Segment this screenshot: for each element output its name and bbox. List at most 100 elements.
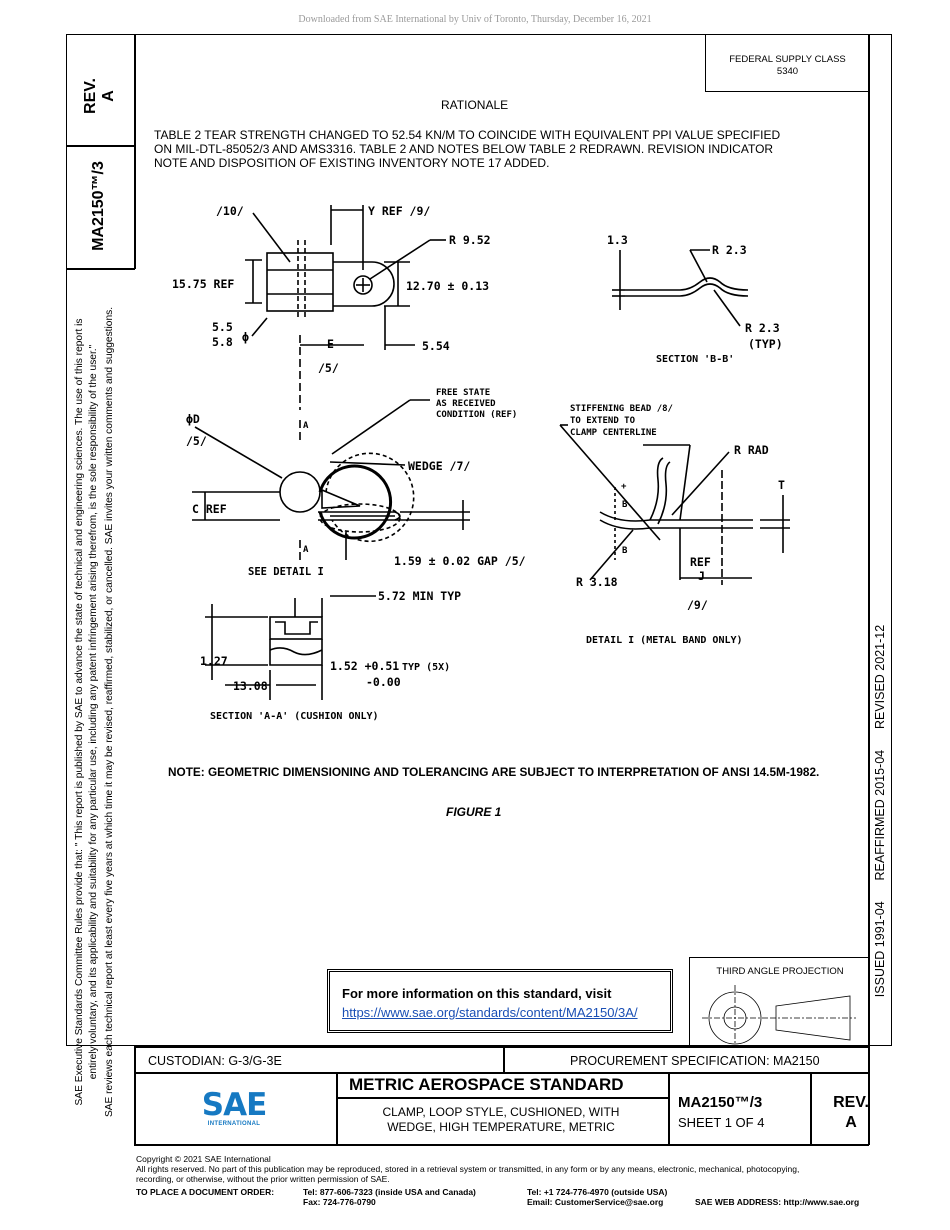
title-rev: REV. A [812,1093,890,1133]
standard-description: CLAMP, LOOP STYLE, CUSHIONED, WITH WEDGE… [336,1105,666,1135]
projection-box: THIRD ANGLE PROJECTION [689,957,869,1046]
label-572: 5.72 MIN TYP [378,589,461,603]
order-contacts-intl: Tel: +1 724-776-4970 (outside USA) Email… [527,1187,667,1207]
label-554: 5.54 [422,339,450,353]
disclaimer-line-3: SAE reviews each technical report at lea… [104,306,115,1118]
label-t: T [778,478,785,492]
label-152: 1.52 +0.51 [330,659,399,673]
info-title: For more information on this standard, v… [342,986,612,1001]
label-free3: CONDITION (REF) [436,410,517,420]
title-block-left [134,1046,136,1145]
label-1270: 12.70 ± 0.13 [406,279,489,293]
rationale-line-1: TABLE 2 TEAR STRENGTH CHANGED TO 52.54 K… [154,128,781,142]
label-plus: + [621,482,627,492]
left-id-divider [66,268,135,270]
rationale-line-3: NOTE AND DISPOSITION OF EXISTING INVENTO… [154,156,550,170]
clamp-drawing: /10/ Y REF /9/ R 9.52 15.75 REF 12.70 ± … [172,204,790,722]
custodian: CUSTODIAN: G-3/G-3E [148,1054,282,1068]
title-block-split-2 [336,1072,338,1145]
document-status: ISSUED 1991-04 REAFFIRMED 2015-04 REVISE… [873,624,887,998]
label-stiff2: TO EXTEND TO [570,416,636,426]
label-typ5x: TYP (5X) [402,662,450,673]
desc-line-2: WEDGE, HIGH TEMPERATURE, METRIC [387,1120,615,1134]
label-sec-bb: SECTION 'B-B' [656,354,734,365]
left-rev-divider [66,145,135,147]
label-rrad: R RAD [734,443,769,457]
label-gap: 1.59 ± 0.02 GAP /5/ [394,554,526,568]
label-free1: FREE STATE [436,388,490,398]
label-b1: B [622,500,628,510]
label-r952: R 9.52 [449,233,491,247]
title-block-row [134,1072,869,1074]
rights-line-2: recording, or otherwise, without the pri… [136,1174,390,1184]
label-phid: ϕD [186,412,200,426]
title-block-split-4 [810,1072,812,1145]
doc-number: MA2150™/3 [678,1094,763,1111]
standard-type: METRIC AEROSPACE STANDARD [349,1075,624,1094]
label-1575: 15.75 REF [172,277,234,291]
federal-supply-label: FEDERAL SUPPLY CLASS [729,54,846,65]
label-e: E [327,337,334,351]
rationale-line-2: ON MIL-DTL-85052/3 AND AMS3316. TABLE 2 … [154,142,774,156]
title-rev-value: A [845,1114,857,1131]
title-block-split-5 [336,1097,669,1099]
sae-logo-sub: INTERNATIONAL [207,1121,261,1127]
label-55: 5.5 [212,320,233,334]
label-9: /9/ [687,598,708,612]
clamp-top-body [266,252,334,312]
desc-line-1: CLAMP, LOOP STYLE, CUSHIONED, WITH [382,1105,620,1119]
label-wedge: WEDGE /7/ [408,459,470,473]
disclaimer-line-2: entirely voluntary, and its applicabilit… [88,344,99,1080]
title-rev-label: REV. [833,1094,869,1111]
label-5b: /5/ [186,434,207,448]
projection-label: THIRD ANGLE PROJECTION [716,966,844,977]
label-1308: 13.08 [233,679,268,693]
gdt-note: NOTE: GEOMETRIC DIMENSIONING AND TOLERAN… [168,765,820,779]
label-5a: /5/ [318,361,339,375]
left-column-divider [134,34,136,269]
tel-intl: Tel: +1 724-776-4970 (outside USA) [527,1187,668,1197]
title-block-top [134,1046,869,1048]
email[interactable]: Email: CustomerService@sae.org [527,1197,664,1207]
rights-line-1: All rights reserved. No part of this pub… [136,1164,800,1174]
federal-supply-value: 5340 [776,66,799,77]
clamp-bore [279,471,321,513]
label-a1: A [303,421,309,431]
title-block-bottom [134,1144,869,1146]
label-r23: R 2.3 [712,243,747,257]
label-58: 5.8 [212,335,233,349]
label-000: -0.00 [366,675,401,689]
label-typ: (TYP) [748,337,783,351]
procurement-spec: PROCUREMENT SPECIFICATION: MA2150 [570,1054,820,1068]
label-127: 1.27 [200,654,228,668]
label-a2: A [303,545,309,555]
tel-us: Tel: 877-606-7323 (inside USA and Canada… [303,1187,476,1197]
right-column-divider [868,34,870,1046]
label-j: J [698,569,705,583]
label-yref: Y REF /9/ [368,204,430,218]
label-10: /10/ [216,204,244,218]
web-address[interactable]: SAE WEB ADDRESS: http://www.sae.org [695,1197,860,1207]
federal-supply-class: FEDERAL SUPPLY CLASS 5340 [705,34,869,92]
label-detail-i: DETAIL I (METAL BAND ONLY) [586,635,743,646]
label-13: 1.3 [607,233,628,247]
order-contacts-us: Tel: 877-606-7323 (inside USA and Canada… [303,1187,476,1207]
sae-logo-text: SAE [201,1087,268,1123]
label-stiff3: CLAMP CENTERLINE [570,428,657,438]
rationale-text: TABLE 2 TEAR STRENGTH CHANGED TO 52.54 K… [154,128,834,170]
label-r318: R 3.18 [576,575,618,589]
projection-symbol-icon [702,985,856,1045]
label-sec-aa: SECTION 'A-A' (CUSHION ONLY) [210,711,379,722]
title-block-right [868,1046,870,1145]
title-block-split-3 [668,1072,670,1145]
label-cref: C REF [192,502,227,516]
label-phi: ϕ [242,330,249,344]
drawing-frame [66,34,892,1046]
clamp-tab [333,261,395,307]
copyright: Copyright © 2021 SAE International [136,1154,271,1164]
sae-logo: SAE INTERNATIONAL [196,1089,272,1133]
copyright-block: Copyright © 2021 SAE International All r… [136,1154,799,1184]
info-link[interactable]: https://www.sae.org/standards/content/MA… [342,1005,638,1020]
label-r23typ: R 2.3 [745,321,780,335]
label-see-detail: SEE DETAIL I [248,566,324,578]
